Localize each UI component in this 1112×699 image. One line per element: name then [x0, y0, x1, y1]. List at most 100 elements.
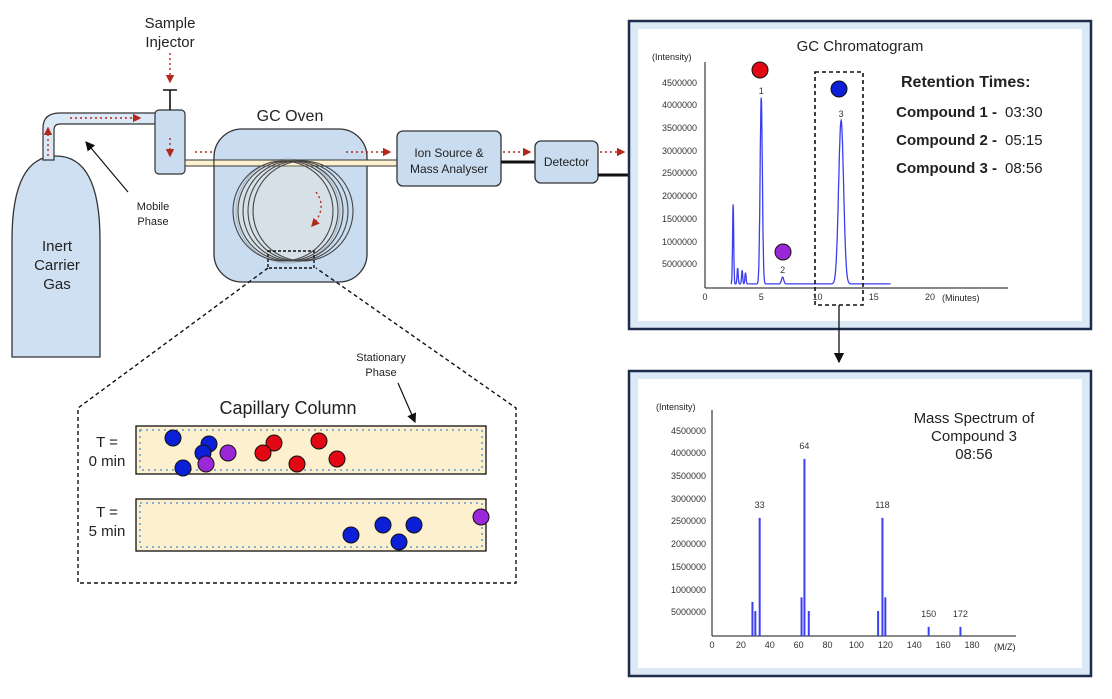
chromatogram-chart	[704, 62, 1008, 289]
bar-label: 150	[921, 608, 937, 619]
compound3-dot	[174, 459, 192, 477]
detector-label: Detector	[543, 155, 590, 169]
chromatogram-x-tick: 10	[812, 292, 823, 302]
chromatogram-trace	[730, 97, 891, 285]
chromatogram-y-tick: 2500000	[661, 168, 697, 179]
chromatogram-x-tick: 20	[924, 292, 935, 302]
mass-spectrum-y-tick: 4000000	[670, 448, 706, 459]
compound1-dot	[288, 455, 306, 473]
t5-label: T = 5 min	[88, 504, 126, 540]
retention-time-3: 08:56	[1005, 160, 1043, 177]
compound3-dot	[374, 516, 392, 534]
chromatogram-y-tick: 4000000	[661, 100, 697, 111]
mass-spectrum-y-tick: 2500000	[670, 516, 706, 527]
chromatogram-y-tick: 4500000	[661, 77, 697, 88]
mass-spectrum-y-tick: 4500000	[670, 425, 706, 436]
retention-label-1: Compound 1 -	[896, 104, 997, 121]
mass-spectrum-x-tick: 120	[877, 640, 893, 650]
chromatogram-title: GC Chromatogram	[796, 38, 924, 55]
chromatogram-y-tick: 2000000	[661, 191, 697, 202]
chromatogram-y-tick: 1500000	[661, 213, 697, 224]
compound2-dot	[472, 508, 490, 526]
mass-spectrum-x-tick: 160	[935, 640, 951, 650]
retention-time-2: 05:15	[1005, 132, 1043, 149]
mass-spectrum-y-tick: 1000000	[670, 584, 706, 595]
mass-spectrum-x-tick: 60	[793, 640, 804, 650]
retention-label-3: Compound 3 -	[896, 160, 997, 177]
compound1-dot	[254, 444, 272, 462]
retention-title: Retention Times:	[901, 74, 1031, 91]
mass-spectrum-x-tick: 100	[848, 640, 864, 650]
mass-spectrum-y-tick: 3500000	[670, 471, 706, 482]
zoom-callout	[77, 267, 517, 584]
compound1-dot	[265, 434, 283, 452]
chromatogram-y-tick: 3000000	[661, 145, 697, 156]
chromatogram-x-tick: 0	[702, 292, 708, 302]
stationary-phase-label: Stationary Phase	[356, 352, 406, 379]
mass-spectrum-x-tick: 180	[964, 640, 980, 650]
column-t5	[135, 498, 487, 552]
mass-spectrum-ylabel: (Intensity)	[656, 402, 696, 412]
mass-spectrum-y-tick: 3000000	[670, 493, 706, 504]
chromatogram-xlabel: (Minutes)	[942, 293, 980, 303]
mass-spectrum-x-tick: 20	[735, 640, 746, 650]
zoom-box	[267, 250, 315, 269]
chromatogram-y-tick: 5000000	[661, 259, 697, 270]
mass-spectrum-x-tick: 80	[822, 640, 833, 650]
mass-spectrum-y-tick: 5000000	[670, 607, 706, 618]
ion-source-label: Ion Source & Mass Analyser	[409, 146, 489, 176]
mass-spectrum-y-tick: 2000000	[670, 539, 706, 550]
capillary-column-title: Capillary Column	[219, 398, 357, 418]
peak-label: 1	[758, 85, 764, 96]
compound1-dot	[328, 450, 346, 468]
inert-gas-label: Inert Carrier Gas	[34, 238, 80, 293]
sample-injector-label: Sample Injector	[144, 15, 196, 51]
bar-label: 172	[952, 608, 968, 619]
column-coil	[232, 158, 354, 264]
retention-time-1: 03:30	[1005, 104, 1043, 121]
bar-label: 118	[875, 499, 890, 510]
chromatogram-x-tick: 15	[868, 292, 879, 302]
compound2-dot	[219, 444, 237, 462]
detector-box	[534, 140, 599, 184]
mass-spectrum-x-tick: 140	[906, 640, 922, 650]
mass-spectrum-xlabel: (M/Z)	[994, 642, 1016, 652]
retention-label-2: Compound 2 -	[896, 132, 997, 149]
peak-label: 3	[838, 108, 844, 119]
mass-spectrum-title: Mass Spectrum of Compound 3 08:56	[913, 410, 1035, 463]
chromatogram-y-tick: 1000000	[661, 236, 697, 247]
compound2-dot	[197, 455, 215, 473]
molecules-t0	[164, 429, 346, 477]
injector-body	[154, 109, 186, 175]
compound3-dot	[405, 516, 423, 534]
t0-label: T = 0 min	[88, 434, 126, 470]
ion-source-box	[396, 130, 502, 187]
mass-spectrum-x-tick: 0	[709, 640, 715, 650]
compound1-marker	[751, 61, 769, 79]
gas-cylinder	[11, 155, 101, 358]
molecules-t5	[342, 508, 490, 551]
chromatogram-x-tick: 5	[758, 292, 764, 302]
gc-oven-label: GC Oven	[256, 108, 324, 125]
stationary-phase-pointer	[397, 382, 417, 424]
compound3-dot	[342, 526, 360, 544]
chromatogram-y-tick: 3500000	[661, 123, 697, 134]
column-t0	[135, 425, 487, 475]
gc-oven	[213, 128, 368, 283]
compound2-marker	[774, 243, 792, 261]
compound1-dot	[310, 432, 328, 450]
compound3-dot	[390, 533, 408, 551]
compound3-dot	[164, 429, 182, 447]
supply-pipe	[42, 112, 163, 161]
mass-spectrum-y-tick: 1500000	[670, 561, 706, 572]
mobile-phase-pointer	[85, 141, 129, 193]
injector-needle	[163, 89, 177, 110]
mobile-phase-label: Mobile Phase	[136, 201, 170, 228]
chromatogram-ylabel: (Intensity)	[652, 52, 692, 62]
peak-label: 2	[780, 265, 786, 276]
compound3-marker	[830, 80, 848, 98]
mass-spectrum-x-tick: 40	[764, 640, 775, 650]
bar-label: 33	[754, 499, 765, 510]
mass-spectrum-chart	[711, 410, 1016, 637]
